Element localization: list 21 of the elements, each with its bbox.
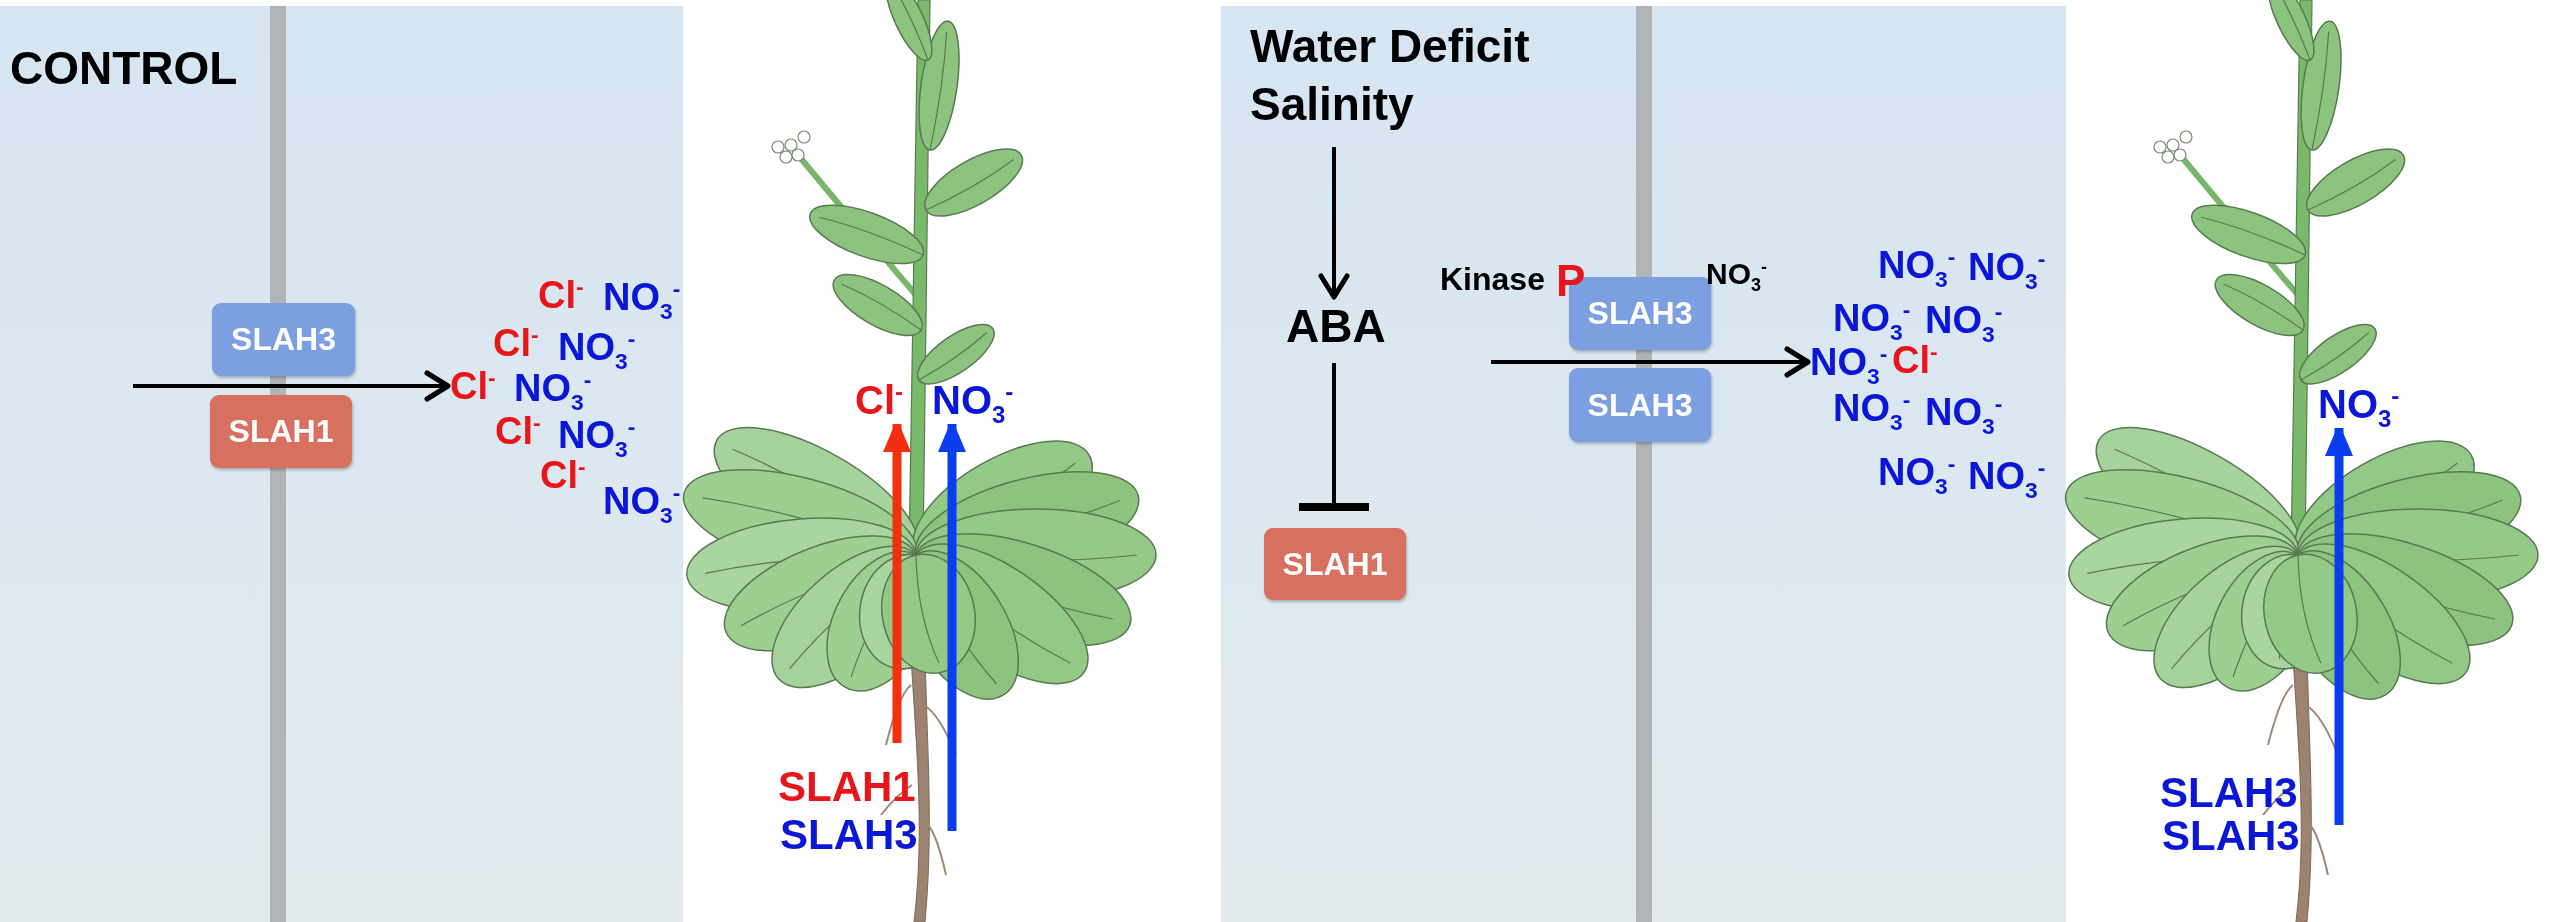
protein-box: SLAH3 xyxy=(1569,368,1711,442)
protein-label: SLAH1 xyxy=(778,766,916,808)
ion-label: Cl$^{-}$ xyxy=(855,380,903,420)
protein-label: SLAH3 xyxy=(780,814,918,856)
ion-label: Cl$^{-}$ xyxy=(540,456,586,494)
arrow xyxy=(133,370,451,402)
arrow xyxy=(1318,147,1350,300)
ion-label: Cl$^{-}$ xyxy=(538,276,584,314)
kinase-label: Kinase xyxy=(1440,263,1545,295)
ion-label: Cl$^{-}$ xyxy=(450,367,496,405)
ion-label: Cl$^{-}$ xyxy=(495,412,541,450)
stress-label: Water Deficit Salinity xyxy=(1250,18,1560,133)
protein-box: SLAH1 xyxy=(210,395,352,468)
protein-label: SLAH3 xyxy=(2162,815,2300,857)
protein-box: SLAH3 xyxy=(212,303,355,376)
hormone-label: ABA xyxy=(1286,303,1386,349)
panel-title: CONTROL xyxy=(10,45,238,91)
ion-label: Cl$^{-}$ xyxy=(493,324,539,362)
arrow xyxy=(1491,346,1811,378)
ion-label: Cl$^{-}$ xyxy=(1892,341,1938,379)
protein-box: SLAH1 xyxy=(1264,528,1406,600)
